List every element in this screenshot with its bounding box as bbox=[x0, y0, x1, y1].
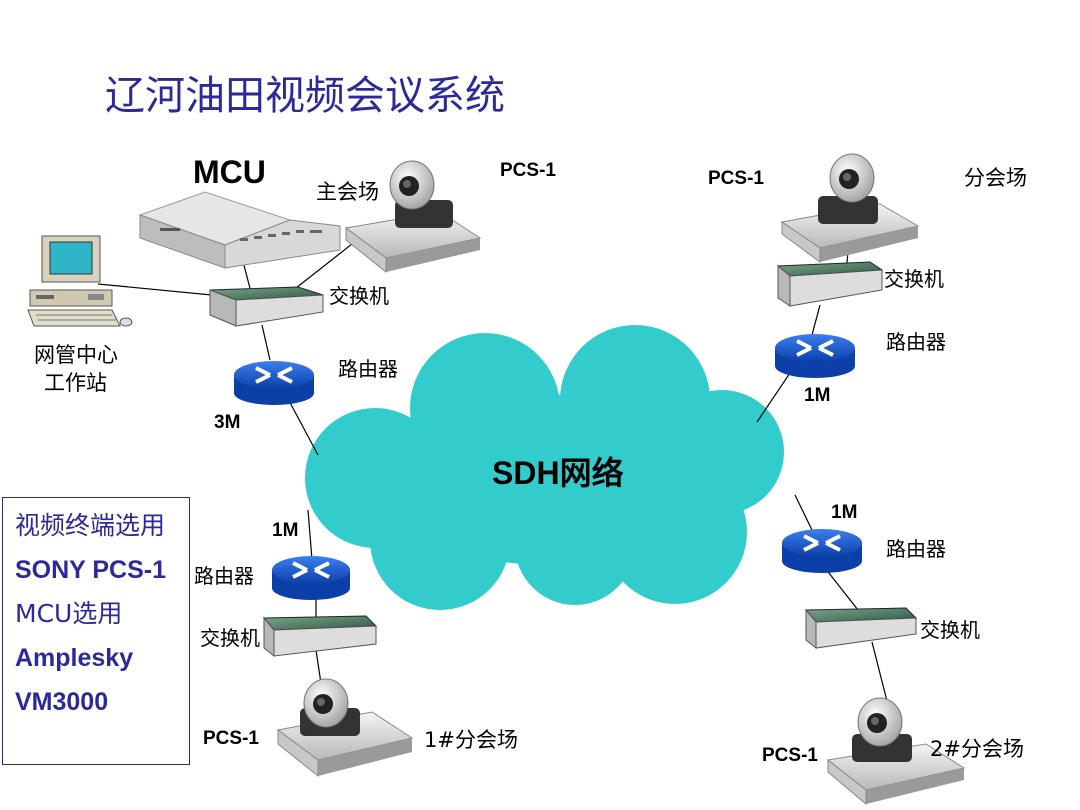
switch-top-right-label: 交换机 bbox=[884, 267, 944, 291]
note-line-2: SONY PCS-1 bbox=[15, 556, 166, 584]
camera-main-venue bbox=[344, 160, 482, 274]
note-line-4: Amplesky bbox=[15, 644, 134, 672]
switch-main-label: 交换机 bbox=[329, 284, 389, 308]
workstation-label-line1: 网管中心 bbox=[34, 343, 118, 367]
pcs-bottom-right-label: PCS-1 bbox=[762, 745, 818, 766]
switch-bottom-right-label: 交换机 bbox=[920, 618, 980, 642]
note-line-5: VM3000 bbox=[15, 688, 109, 716]
router-bottom-right bbox=[782, 529, 862, 573]
note-line-3: MCU选用 bbox=[15, 599, 123, 628]
switch-main bbox=[209, 286, 324, 327]
pcs-main-label: PCS-1 bbox=[500, 160, 556, 181]
branch-venue-label: 分会场 bbox=[964, 166, 1027, 190]
switch-bottom-right bbox=[804, 607, 918, 650]
sdh-network-label: SDH网络 bbox=[492, 455, 624, 491]
workstation-icon bbox=[27, 235, 133, 327]
switch-bottom-left bbox=[262, 615, 378, 658]
equipment-note-box: 视频终端选用 SONY PCS-1 MCU选用 Amplesky VM3000 bbox=[2, 497, 190, 765]
workstation-label-line2: 工作站 bbox=[44, 371, 107, 395]
mcu-device bbox=[138, 191, 341, 269]
router-top-right-label: 路由器 bbox=[886, 330, 946, 354]
camera-top-right bbox=[780, 153, 920, 263]
router-top-right bbox=[775, 334, 855, 378]
pcs-top-right-label: PCS-1 bbox=[708, 168, 764, 189]
switch-bottom-left-label: 交换机 bbox=[200, 626, 260, 650]
camera-bottom-right bbox=[826, 697, 966, 806]
router-bottom-right-label: 路由器 bbox=[886, 537, 946, 561]
bandwidth-bottom-left-label: 1M bbox=[272, 520, 299, 541]
pcs-bottom-left-label: PCS-1 bbox=[203, 728, 259, 749]
camera-bottom-left bbox=[276, 678, 414, 778]
bandwidth-main-label: 3M bbox=[214, 412, 241, 433]
note-line-1: 视频终端选用 bbox=[15, 511, 166, 540]
sdh-network-cloud bbox=[305, 325, 784, 610]
router-main bbox=[234, 361, 314, 405]
switch-top-right bbox=[776, 261, 884, 307]
bandwidth-top-right-label: 1M bbox=[804, 385, 831, 406]
page-title: 辽河油田视频会议系统 bbox=[105, 73, 505, 119]
router-bottom-left-label: 路由器 bbox=[194, 564, 254, 588]
bandwidth-bottom-right-label: 1M bbox=[831, 502, 858, 523]
venue-1-label: 1#分会场 bbox=[424, 728, 518, 752]
router-bottom-left bbox=[272, 556, 350, 600]
mcu-label: MCU bbox=[193, 154, 266, 190]
venue-2-label: 2#分会场 bbox=[930, 737, 1024, 761]
router-main-label: 路由器 bbox=[338, 357, 398, 381]
main-venue-label: 主会场 bbox=[316, 180, 379, 204]
